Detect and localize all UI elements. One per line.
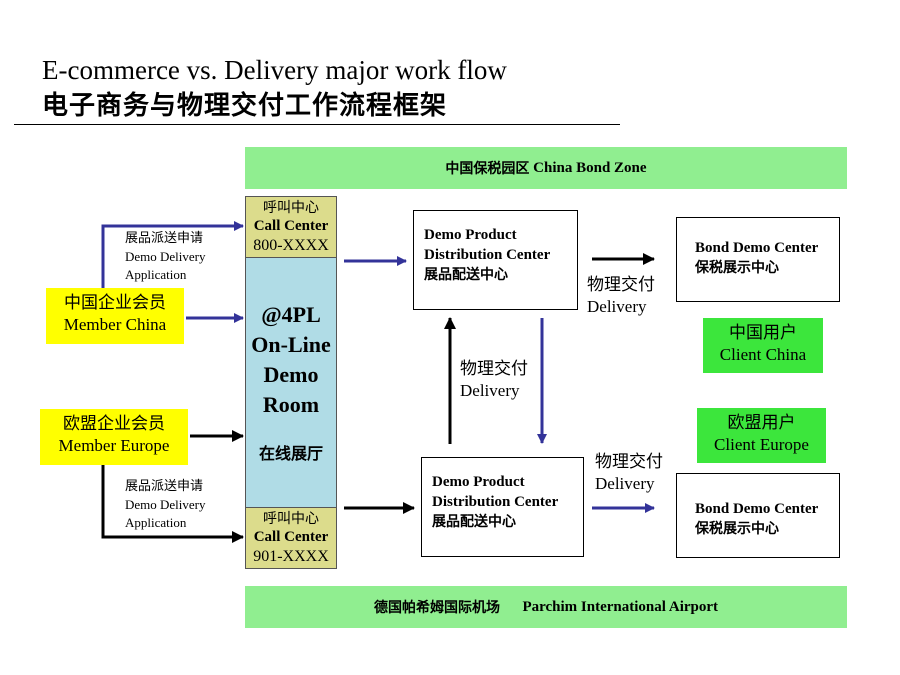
online-room-line-2: On-Line bbox=[251, 332, 331, 357]
arrow-europe-application bbox=[101, 465, 244, 543]
member-europe-box: 欧盟企业会员 Member Europe bbox=[40, 409, 188, 465]
client-china-box: 中国用户 Client China bbox=[703, 318, 823, 373]
call-center-bottom: 呼叫中心 Call Center 901-XXXX bbox=[245, 507, 337, 569]
bond-demo-center-top: Bond Demo Center 保税展示中心 bbox=[676, 217, 840, 302]
member-europe-zh: 欧盟企业会员 bbox=[63, 414, 165, 434]
title-divider bbox=[14, 124, 620, 125]
band-top-zh: 中国保税园区 bbox=[445, 161, 530, 177]
distribution-center-bottom: Demo Product Distribution Center 展品配送中心 bbox=[421, 457, 584, 557]
band-bottom-en: Parchim International Airport bbox=[522, 598, 719, 615]
client-europe-en: Client Europe bbox=[714, 435, 809, 454]
call-center-top-zh: 呼叫中心 bbox=[263, 200, 319, 216]
delivery-label-middle: 物理交付 Delivery bbox=[460, 358, 528, 402]
online-room-zh: 在线展厅 bbox=[258, 444, 323, 463]
member-china-zh: 中国企业会员 bbox=[64, 293, 166, 313]
member-europe-en: Member Europe bbox=[58, 436, 170, 455]
page-title-zh: 电子商务与物理交付工作流程框架 bbox=[42, 91, 448, 121]
delivery-middle-en: Delivery bbox=[460, 381, 520, 400]
bdc-bottom-en: Bond Demo Center bbox=[695, 501, 819, 517]
arrow-china-application bbox=[101, 221, 244, 288]
application-label-top: 展品派送申请 Demo Delivery Application bbox=[125, 230, 206, 284]
client-china-zh: 中国用户 bbox=[729, 323, 797, 343]
dc-top-en1: Demo Product bbox=[424, 227, 517, 243]
dc-top-zh: 展品配送中心 bbox=[424, 267, 508, 283]
member-china-en: Member China bbox=[63, 315, 167, 334]
parchim-airport-band: 德国帕希姆国际机场 Parchim International Airport bbox=[245, 586, 847, 628]
china-bond-zone-band: 中国保税园区 China Bond Zone bbox=[245, 147, 847, 189]
application-bottom-zh: 展品派送申请 bbox=[125, 479, 204, 494]
application-top-en1: Demo Delivery bbox=[125, 249, 206, 264]
call-center-bottom-en: Call Center bbox=[253, 529, 329, 545]
delivery-right-top-zh: 物理交付 bbox=[587, 275, 655, 295]
online-room-line-4: Room bbox=[262, 392, 320, 417]
online-room-line-1: @4PL bbox=[261, 302, 321, 327]
client-china-en: Client China bbox=[719, 345, 807, 364]
dc-bottom-en2: Distribution Center bbox=[432, 494, 559, 510]
application-bottom-en2: Application bbox=[125, 515, 187, 530]
delivery-right-bottom-en: Delivery bbox=[595, 474, 655, 493]
bdc-top-zh: 保税展示中心 bbox=[695, 260, 779, 276]
band-top-en: China Bond Zone bbox=[533, 159, 647, 176]
delivery-middle-zh: 物理交付 bbox=[460, 359, 528, 379]
application-bottom-en1: Demo Delivery bbox=[125, 497, 206, 512]
band-bottom-zh: 德国帕希姆国际机场 bbox=[373, 600, 500, 616]
client-europe-box: 欧盟用户 Client Europe bbox=[697, 408, 826, 463]
application-top-en2: Application bbox=[125, 267, 187, 282]
call-center-bottom-number: 901-XXXX bbox=[253, 548, 329, 565]
dc-bottom-en1: Demo Product bbox=[432, 474, 525, 490]
online-room-line-3: Demo bbox=[263, 362, 319, 387]
dc-top-en2: Distribution Center bbox=[424, 247, 551, 263]
dc-bottom-zh: 展品配送中心 bbox=[432, 514, 516, 530]
bdc-bottom-zh: 保税展示中心 bbox=[695, 521, 779, 537]
call-center-top-en: Call Center bbox=[253, 218, 329, 234]
delivery-right-bottom-zh: 物理交付 bbox=[595, 452, 663, 472]
application-label-bottom: 展品派送申请 Demo Delivery Application bbox=[125, 478, 206, 532]
delivery-label-right-bottom: 物理交付 Delivery bbox=[595, 451, 663, 495]
client-europe-zh: 欧盟用户 bbox=[727, 413, 796, 433]
bond-demo-center-bottom: Bond Demo Center 保税展示中心 bbox=[676, 473, 840, 558]
call-center-bottom-zh: 呼叫中心 bbox=[263, 511, 319, 527]
call-center-top: 呼叫中心 Call Center 800-XXXX bbox=[245, 196, 337, 258]
online-room-title: @4PL On-Line Demo Room bbox=[245, 300, 337, 420]
page-title-en: E-commerce vs. Delivery major work flow bbox=[42, 55, 507, 85]
application-top-zh: 展品派送申请 bbox=[125, 231, 204, 246]
bdc-top-en: Bond Demo Center bbox=[695, 240, 819, 256]
member-china-box: 中国企业会员 Member China bbox=[46, 288, 184, 344]
delivery-right-top-en: Delivery bbox=[587, 297, 647, 316]
call-center-top-number: 800-XXXX bbox=[253, 237, 329, 254]
delivery-label-right-top: 物理交付 Delivery bbox=[587, 274, 655, 318]
distribution-center-top: Demo Product Distribution Center 展品配送中心 bbox=[413, 210, 578, 310]
